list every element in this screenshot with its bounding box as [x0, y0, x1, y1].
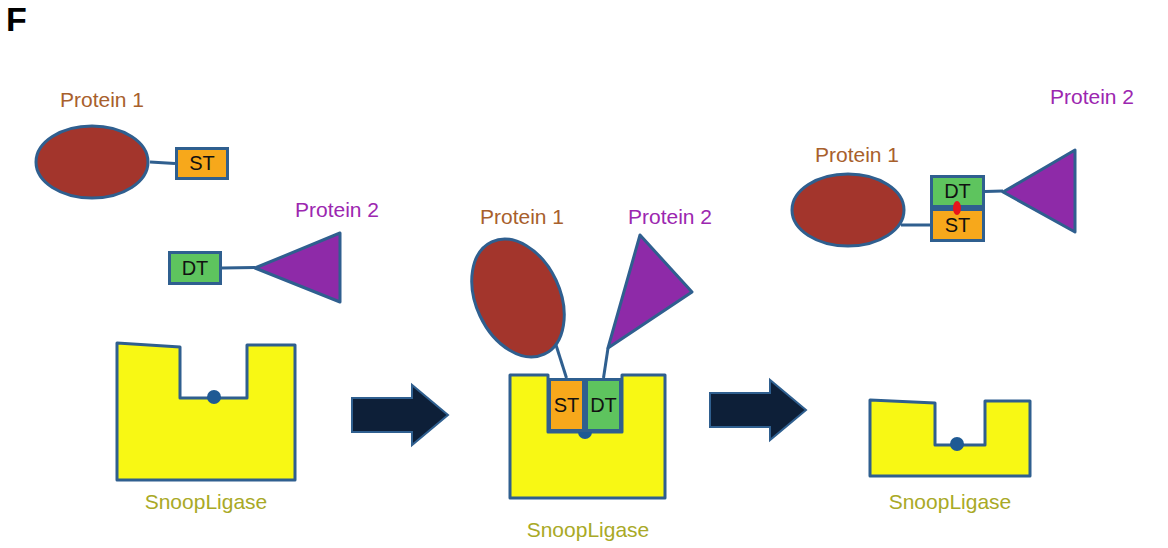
process-arrow: [352, 385, 448, 445]
ligase-shape: SnoopLigase: [117, 343, 295, 480]
linker-line: [901, 223, 930, 226]
node-label: SnoopLigase: [508, 518, 668, 542]
protein-triangle: Protein 2: [255, 233, 340, 302]
polygon-outline: [510, 375, 665, 498]
polygon-outline: [870, 400, 1030, 476]
tag-label: DT: [171, 254, 219, 282]
node-label: Protein 2: [277, 198, 397, 222]
tag-label: DT: [933, 178, 982, 205]
linker-line: [556, 345, 567, 378]
protein-ellipse-outline: [472, 239, 564, 357]
node-label: Protein 1: [797, 143, 917, 167]
protein-ellipse: Protein 1: [34, 124, 150, 200]
tag-label: ST: [178, 150, 226, 177]
panel-letter: F: [6, 0, 27, 39]
polygon-outline: [117, 343, 295, 480]
tag-label: ST: [551, 381, 582, 429]
tag-label: DT: [588, 381, 619, 429]
node-label: Protein 1: [42, 88, 162, 112]
polygon-outline: [1003, 150, 1075, 232]
protein-triangle: Protein 2: [1003, 150, 1075, 232]
ellipse-outline: [454, 224, 583, 372]
ligase-shape: SnoopLigase: [870, 400, 1030, 476]
ellipse-outline: [792, 174, 904, 246]
node-label: SnoopLigase: [870, 490, 1030, 514]
protein-triangle-outline: [255, 233, 340, 302]
protein-ellipse: Protein 1: [472, 239, 564, 357]
protein-ellipse: Protein 1: [790, 172, 906, 248]
ellipse-outline: [36, 126, 148, 198]
active-site-dot: [207, 390, 221, 404]
node-label: Protein 1: [462, 205, 582, 229]
polygon-outline: [255, 233, 340, 302]
linker-line: [985, 190, 1003, 194]
linker-line: [604, 348, 609, 378]
node-label: Protein 2: [1032, 85, 1152, 109]
linker-line: [150, 162, 175, 164]
protein-triangle-outline: [606, 233, 694, 350]
node-label: SnoopLigase: [126, 490, 286, 514]
tag-box: DT: [168, 251, 222, 285]
process-arrow: [710, 380, 806, 440]
ligase-shape-outline: [870, 400, 1030, 476]
protein-ellipse-outline: [790, 172, 906, 248]
linker-line: [222, 266, 255, 270]
tag-label: ST: [933, 211, 982, 239]
protein-triangle-outline: [1003, 150, 1075, 232]
polygon-outline: [608, 235, 692, 348]
ligase-shape-outline: [117, 343, 295, 480]
protein-triangle: Protein 2: [606, 233, 694, 350]
tag-box: ST: [548, 378, 585, 432]
node-label: Protein 2: [610, 205, 730, 229]
tag-box: ST: [930, 208, 985, 242]
tag-box: DT: [585, 378, 622, 432]
protein-ellipse-outline: [34, 124, 150, 200]
tag-box: DT: [930, 175, 985, 208]
active-site-dot: [950, 437, 964, 451]
ligase-shape: SnoopLigaseSTDT: [510, 375, 665, 498]
tag-box: ST: [175, 147, 229, 180]
